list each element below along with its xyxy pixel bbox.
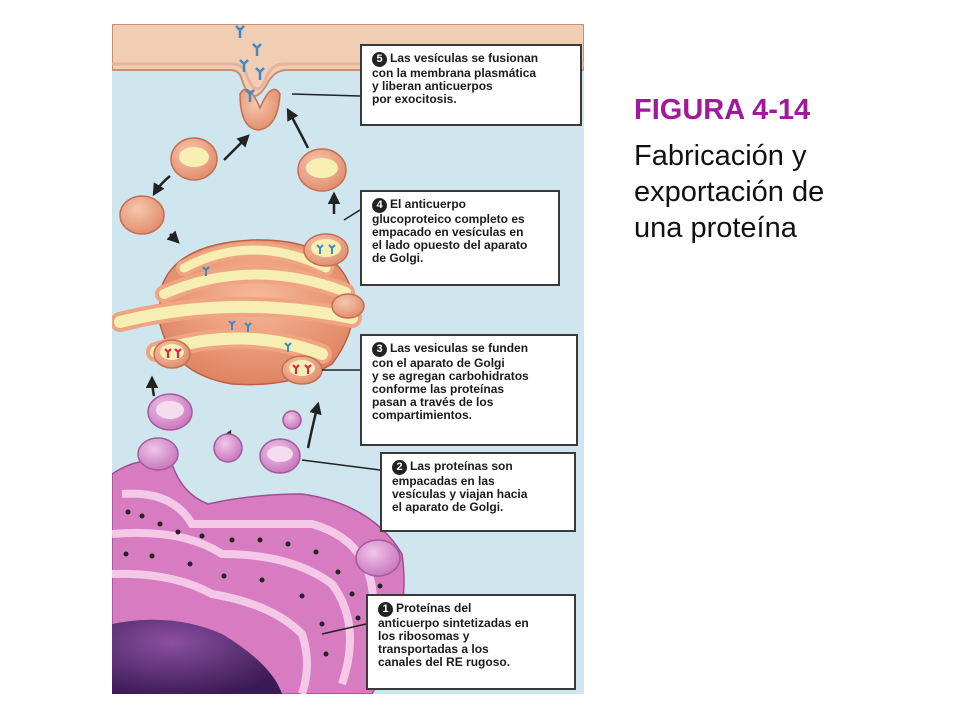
step-1-text: Proteínas del anticuerpo sintetizadas en… <box>378 601 529 669</box>
plasma-membrane <box>111 23 585 97</box>
transport-vesicles <box>147 393 302 474</box>
secretory-vesicles <box>119 137 347 235</box>
golgi-apparatus <box>110 233 365 386</box>
step-1-number: 1 <box>378 602 393 617</box>
step-5-number: 5 <box>372 52 387 67</box>
step-4-text: El anticuerpo glucoproteico completo es … <box>372 197 528 265</box>
figure-title: FIGURA 4-14 <box>634 94 811 126</box>
golgi-antibodies <box>202 244 336 352</box>
step-2-text: Las proteínas son empacadas en las vesíc… <box>392 459 528 514</box>
step-4-number: 4 <box>372 198 387 213</box>
callout-leaders <box>291 93 381 635</box>
released-antibodies <box>235 25 265 102</box>
nucleus <box>112 619 282 694</box>
step-5-text: Las vesículas se fusionan con la membran… <box>372 51 539 106</box>
ribosomes <box>123 509 421 683</box>
step-3-number: 3 <box>372 342 387 357</box>
step-2-number: 2 <box>392 460 407 475</box>
step-3-text: Las vesiculas se funden con el aparato d… <box>372 341 529 422</box>
figure-subtitle: Fabricación y exportación de una proteín… <box>634 140 825 244</box>
glycosylated-antibodies <box>164 348 312 374</box>
